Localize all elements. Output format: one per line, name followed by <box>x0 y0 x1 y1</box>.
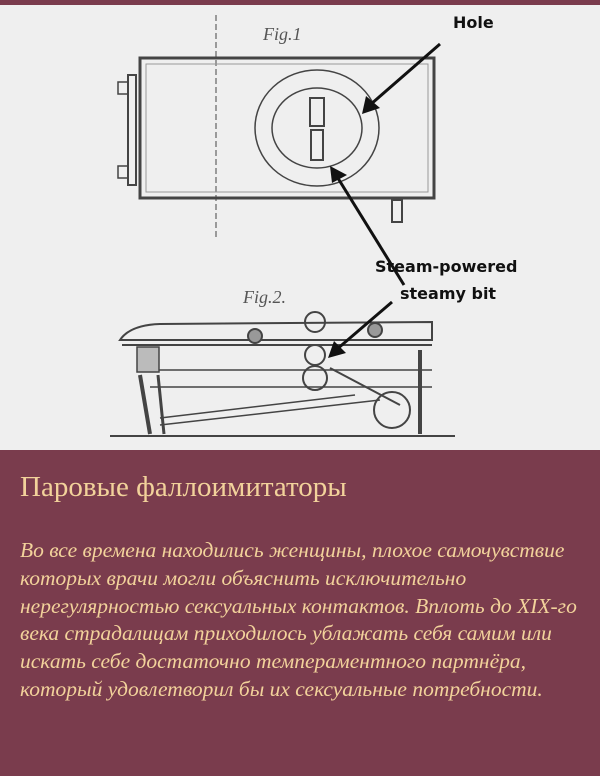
patent-drawing: Fig.1 Fig.2. Hole Steam-powered steamy b… <box>0 5 600 450</box>
caption-title: Паровые фаллоимитаторы <box>20 471 347 503</box>
caption-panel: Паровые фаллоимитаторы Во все времена на… <box>0 450 600 776</box>
hole-inner <box>271 87 363 169</box>
top-border <box>0 0 600 5</box>
arrow-steam-1 <box>334 174 406 286</box>
fig2-label: Fig.2. <box>242 287 286 307</box>
patent-drawing-svg: Fig.1 Fig.2. Hole Steam-powered steamy b… <box>110 13 517 437</box>
fig1-frame <box>138 56 436 200</box>
arrow-hole <box>369 42 441 107</box>
annotation-steam-line2: steamy bit <box>400 284 496 303</box>
fig2-bench-top <box>118 320 433 341</box>
annotation-hole: Hole <box>453 13 494 32</box>
fig1-label: Fig.1 <box>262 24 302 44</box>
caption-body: Во все времена находились женщины, плохо… <box>20 538 577 701</box>
hole-outer <box>254 69 380 187</box>
arrow-steam-2 <box>335 300 393 352</box>
annotation-steam-line1: Steam-powered <box>375 257 517 276</box>
